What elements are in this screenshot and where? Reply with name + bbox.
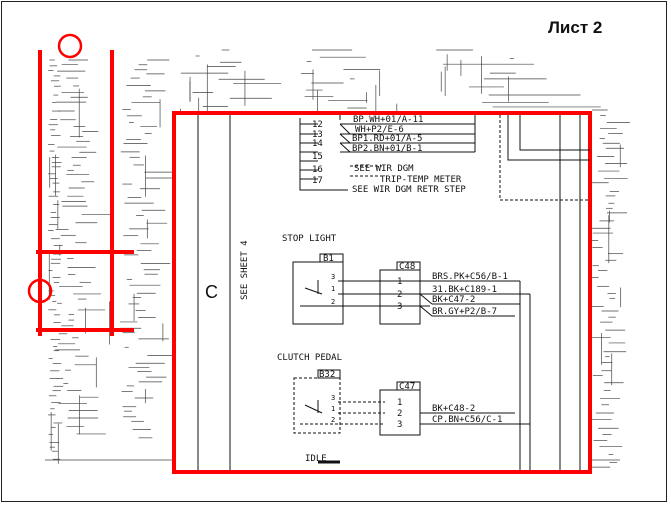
detail-frame [172, 111, 592, 474]
highlight-circle [57, 33, 83, 59]
pin-label: 14 [312, 139, 323, 149]
wire-label: BRS.PK+C56/B-1 [432, 272, 508, 282]
svg-text:2: 2 [331, 416, 335, 424]
svg-text:2: 2 [331, 298, 335, 306]
wire-label: BK+C48-2 [432, 404, 475, 414]
wire-label: BK+C47-2 [432, 295, 475, 305]
wire-label: BP2.BN+01/B-1 [352, 144, 422, 154]
wire-label: 31.BK+C189-1 [432, 285, 497, 295]
switch-id: B32 [319, 370, 335, 380]
wire-label: BP.WH+01/A-11 [353, 115, 423, 125]
clutch-pedal-label: CLUTCH PEDAL [277, 353, 342, 363]
zone-letter: C [205, 282, 218, 302]
pin-label: 13 [312, 130, 323, 140]
connector-id: C48 [399, 262, 415, 272]
svg-text:2: 2 [397, 290, 402, 300]
svg-text:3: 3 [331, 394, 335, 402]
switch-id: B1 [323, 254, 334, 264]
background-schematic [45, 49, 630, 468]
slide-title: Лист 2 [548, 18, 603, 37]
wire-label: CP.BN+C56/C-1 [432, 415, 502, 425]
wire-label: BP1.RD+01/A-5 [352, 134, 422, 144]
sheet-ref: SEE SHEET 4 [240, 240, 250, 300]
svg-text:1: 1 [397, 398, 402, 408]
highlight-circle [27, 278, 53, 304]
pin-label: 12 [312, 120, 323, 130]
svg-text:2: 2 [397, 409, 402, 419]
wire-label: TRIP-TEMP METER [380, 175, 462, 185]
pin-label: 16 [312, 165, 323, 175]
svg-text:3: 3 [331, 273, 335, 281]
svg-text:3: 3 [397, 302, 402, 312]
wire-label: WH+P2/E-6 [355, 125, 404, 135]
wire-label: SEE WIR DGM RETR STEP [352, 185, 466, 195]
svg-text:3: 3 [397, 420, 402, 430]
svg-text:1: 1 [331, 285, 335, 293]
detail-panel: C SEE SHEET 4 [172, 111, 592, 474]
svg-text:1: 1 [331, 405, 335, 413]
idle-label: IDLE [305, 454, 327, 464]
wire-label: SEE WIR DGM [354, 164, 414, 174]
pin-label: 17 [312, 176, 323, 186]
svg-text:1: 1 [397, 277, 402, 287]
highlight-marks [27, 33, 134, 336]
stop-light-label: STOP LIGHT [282, 234, 337, 244]
wire-label: BR.GY+P2/B-7 [432, 307, 497, 317]
pin-label: 15 [312, 152, 323, 162]
connector-id: C47 [399, 382, 415, 392]
